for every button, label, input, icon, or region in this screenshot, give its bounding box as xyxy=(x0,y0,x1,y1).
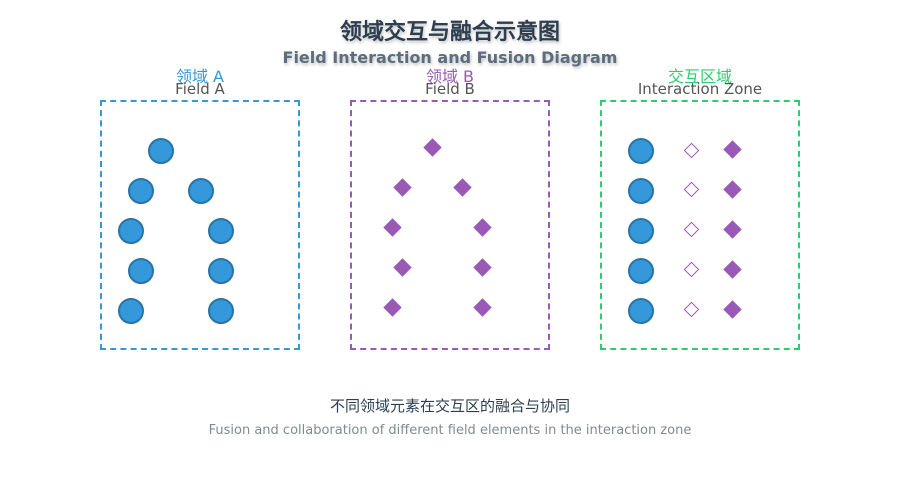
field-a-circle xyxy=(128,258,154,284)
field-b-diamond xyxy=(423,138,442,157)
interaction-circle xyxy=(628,138,654,164)
field-b-diamond xyxy=(393,178,412,197)
field-a-box xyxy=(100,100,300,350)
diagram-subtitle: Field Interaction and Fusion Diagram xyxy=(282,48,618,67)
field-b-diamond xyxy=(393,258,412,277)
field-b-diamond xyxy=(473,258,492,277)
interaction-circle xyxy=(628,218,654,244)
field-a-circle xyxy=(118,298,144,324)
interaction-hollow-diamond xyxy=(683,181,700,198)
field-a-circle xyxy=(208,298,234,324)
field-b-label-cn: 领域 B xyxy=(425,67,475,86)
field-b-diamond xyxy=(473,218,492,237)
field-b-box xyxy=(350,100,550,350)
interaction-hollow-diamond xyxy=(683,261,700,278)
interaction-circle xyxy=(628,258,654,284)
field-b-diamond xyxy=(383,218,402,237)
interaction-diamond xyxy=(723,260,742,279)
field-a-circle xyxy=(188,178,214,204)
field-b-diamond xyxy=(383,298,402,317)
caption-en: Fusion and collaboration of different fi… xyxy=(208,423,692,438)
field-a-circle xyxy=(128,178,154,204)
interaction-hollow-diamond xyxy=(683,142,700,159)
caption-cn: 不同领域元素在交互区的融合与协同 xyxy=(329,397,570,415)
interaction-zone-box xyxy=(600,100,800,350)
field-a-label-cn: 领域 A xyxy=(175,67,225,86)
interaction-circle xyxy=(628,178,654,204)
field-a-circle xyxy=(148,138,174,164)
field-a-circle xyxy=(208,218,234,244)
field-a-circle xyxy=(208,258,234,284)
interaction-zone-label-cn: 交互区域 xyxy=(667,67,732,86)
field-b-label-en: Field B xyxy=(425,80,475,98)
field-b-diamond xyxy=(473,298,492,317)
field-a-circle xyxy=(118,218,144,244)
interaction-diamond xyxy=(723,220,742,239)
interaction-circle xyxy=(628,298,654,324)
interaction-zone-label-en: Interaction Zone xyxy=(637,80,763,98)
interaction-hollow-diamond xyxy=(683,301,700,318)
diagram-title: 领域交互与融合示意图 xyxy=(339,20,560,45)
interaction-hollow-diamond xyxy=(683,221,700,238)
interaction-diamond xyxy=(723,300,742,319)
field-a-label-en: Field A xyxy=(175,80,225,98)
interaction-diamond xyxy=(723,140,742,159)
field-b-diamond xyxy=(453,178,472,197)
interaction-diamond xyxy=(723,180,742,199)
